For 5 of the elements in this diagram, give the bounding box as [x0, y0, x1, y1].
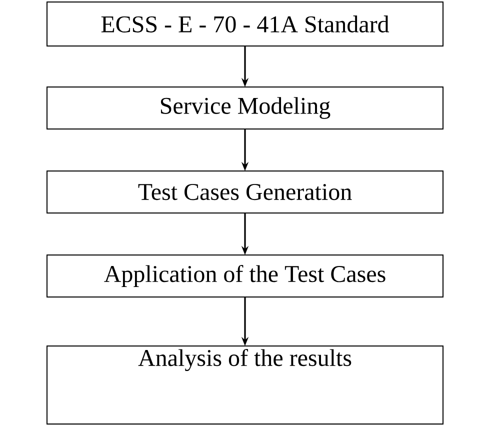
- process-box: ECSS - E - 70 - 41A Standard: [46, 2, 444, 46]
- process-box: Test Cases Generation: [46, 170, 444, 214]
- process-box: Application of the Test Cases: [46, 254, 444, 298]
- process-box: Analysis of the results: [46, 346, 444, 424]
- process-box: Service Modeling: [46, 86, 444, 130]
